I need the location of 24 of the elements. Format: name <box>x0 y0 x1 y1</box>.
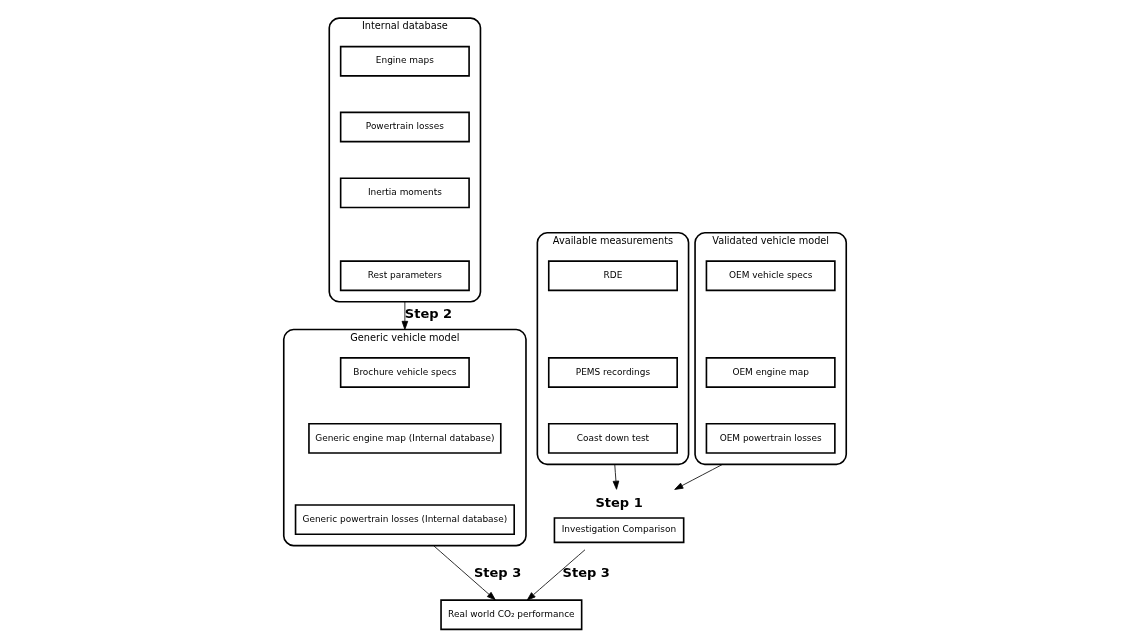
arrow <box>526 549 585 601</box>
node-box: RDE <box>547 260 678 292</box>
node-box: PEMS recordings <box>547 357 678 388</box>
arrow <box>401 301 408 330</box>
node-box: Rest parameters <box>339 260 470 292</box>
edge-label: Step 3 <box>562 565 610 581</box>
node-box: OEM vehicle specs <box>705 260 836 292</box>
node-box: Generic powertrain losses (Internal database) <box>294 504 515 536</box>
node-box: Powertrain losses <box>339 111 470 143</box>
node-box: Inertia moments <box>339 177 470 209</box>
edge-label: Step 3 <box>473 565 521 581</box>
arrow <box>673 463 723 490</box>
node-box: Brochure vehicle specs <box>339 357 470 388</box>
node-box: OEM engine map <box>705 357 836 388</box>
node-box: Investigation Comparison <box>553 517 684 544</box>
edge-label: Step 2 <box>404 305 452 321</box>
arrow <box>612 463 619 490</box>
node-box: OEM powertrain losses <box>705 422 836 454</box>
node-box: Coast down test <box>547 422 678 454</box>
node-box: Engine maps <box>339 45 470 77</box>
arrow <box>432 545 496 601</box>
node-label: Step 1 <box>594 495 643 511</box>
node-box: Generic engine map (Internal database) <box>307 422 502 454</box>
node-box: Real world CO₂ performance <box>439 599 582 631</box>
